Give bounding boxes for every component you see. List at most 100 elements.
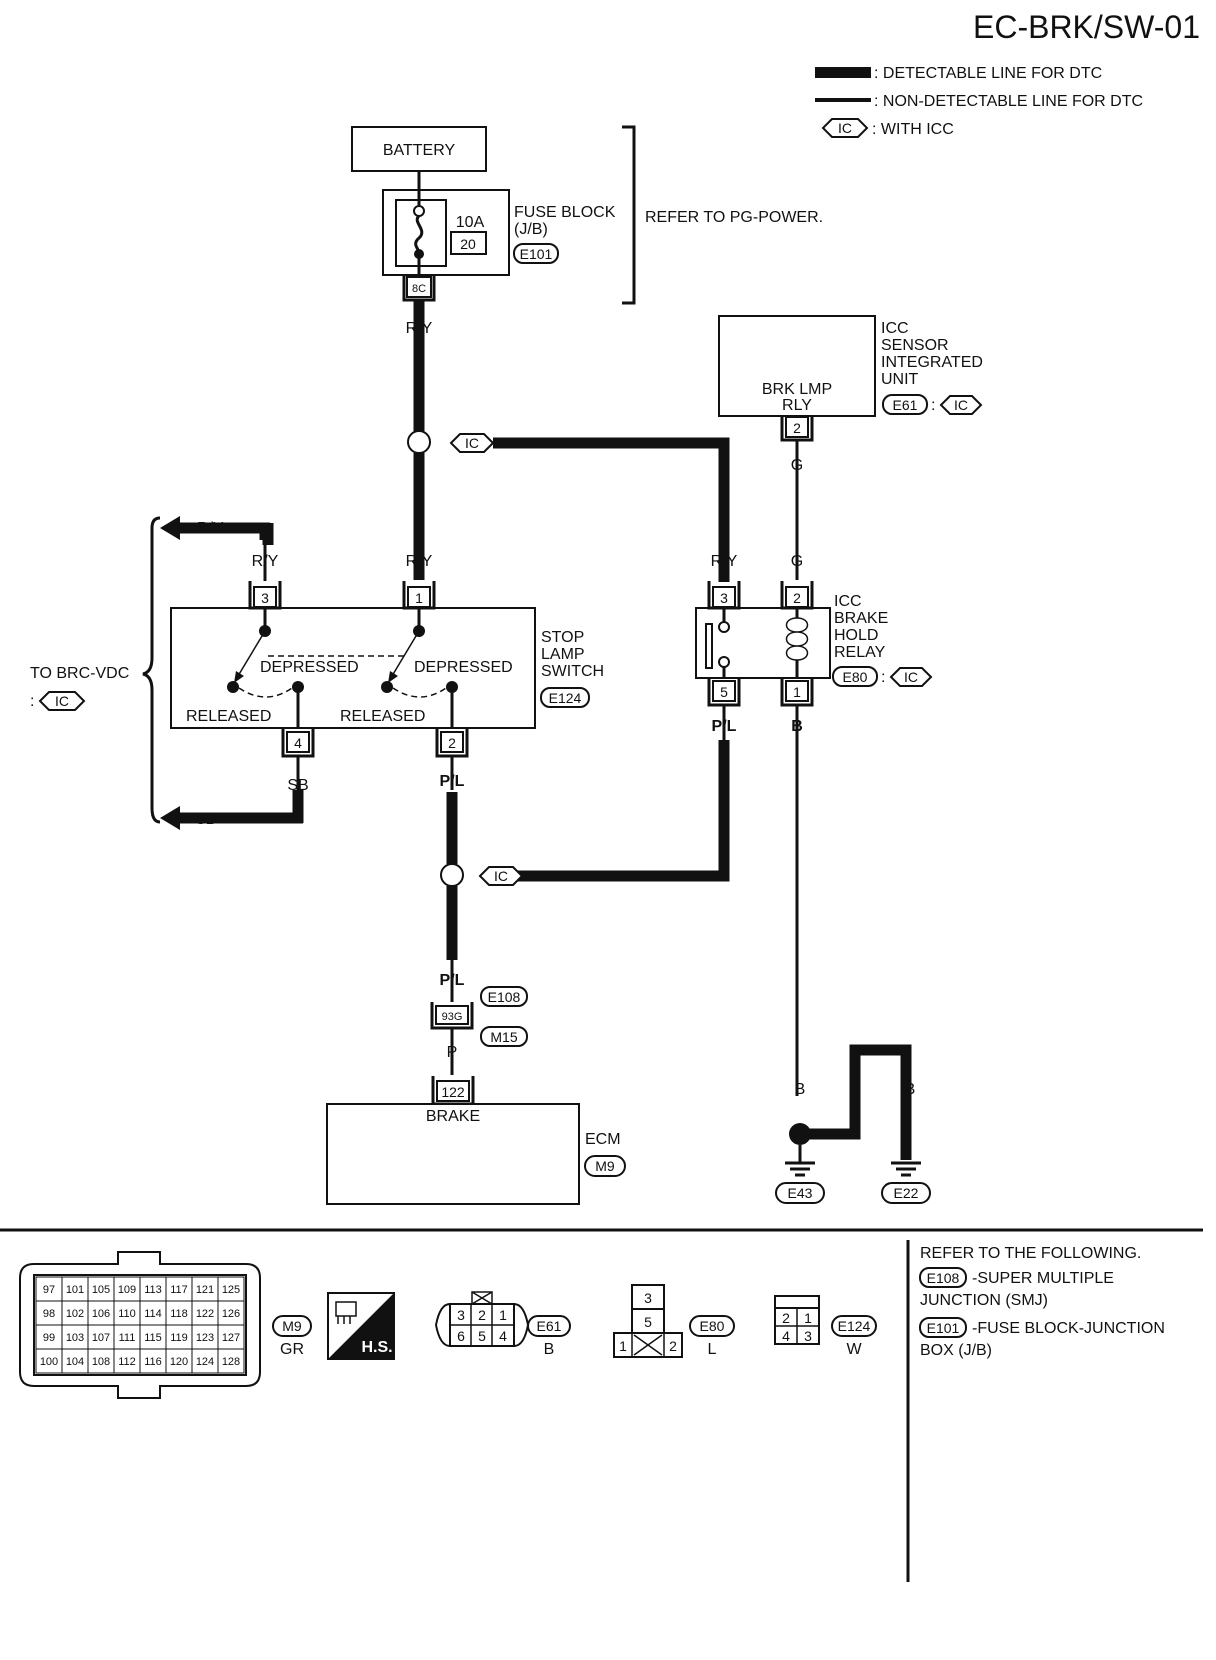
junction-93g: 93G xyxy=(430,1002,474,1030)
m9-pin-number: 114 xyxy=(144,1308,162,1320)
legend-thin-line xyxy=(815,98,871,102)
m9-pin-number: 121 xyxy=(196,1284,214,1296)
refer-item1-line2: JUNCTION (SMJ) xyxy=(920,1292,1048,1309)
icc-sensor-terminal-2: 2 xyxy=(780,416,814,442)
svg-text:1: 1 xyxy=(415,590,423,606)
fuse-block: 10A 20 xyxy=(382,189,510,282)
switch-terminal-3: 3 xyxy=(248,581,282,610)
wire-sb-label: SB xyxy=(287,777,308,794)
branch-ry-label: R/Y xyxy=(197,520,224,537)
svg-text:IC: IC xyxy=(838,120,852,136)
switch-title-3: SWITCH xyxy=(541,663,604,680)
m9-pin-cell xyxy=(217,1300,245,1326)
relay-title-4: RELAY xyxy=(834,644,886,661)
svg-text:E108: E108 xyxy=(488,989,521,1005)
m9-pin-number: 103 xyxy=(66,1332,84,1344)
m9-pin-cell xyxy=(35,1300,63,1326)
svg-text:BATTERY: BATTERY xyxy=(383,142,456,159)
m9-pin-cell xyxy=(61,1348,89,1374)
legend-with-icc-label: : WITH ICC xyxy=(872,121,954,138)
svg-text:E80: E80 xyxy=(700,1318,725,1334)
m9-pin-cell xyxy=(139,1300,167,1326)
relay-connector: E80 : IC xyxy=(832,666,933,687)
m9-pin-number: 124 xyxy=(196,1356,214,1368)
svg-text:4: 4 xyxy=(294,735,302,751)
relay-title-3: HOLD xyxy=(834,627,878,644)
fuse-number: 20 xyxy=(460,236,476,252)
wire-g-lower: G xyxy=(791,553,803,570)
connector-e80-label: E80 L xyxy=(689,1315,735,1358)
m9-pin-number: 110 xyxy=(118,1308,136,1320)
splice-top-icc-badge: IC xyxy=(449,433,495,453)
m9-pin-number: 116 xyxy=(144,1356,162,1368)
svg-text:E101: E101 xyxy=(520,246,553,262)
fuse-amperage: 10A xyxy=(456,214,485,231)
m9-pin-number: 98 xyxy=(43,1308,55,1320)
m9-pin-number: 104 xyxy=(66,1356,84,1368)
m9-pin-cell xyxy=(191,1324,219,1350)
m9-pin-cell xyxy=(165,1348,193,1374)
svg-text:2: 2 xyxy=(782,1310,790,1326)
svg-text:IC: IC xyxy=(55,693,69,709)
svg-text:M15: M15 xyxy=(490,1029,517,1045)
m9-pin-number: 112 xyxy=(118,1356,136,1368)
svg-text:3: 3 xyxy=(644,1290,652,1306)
svg-text:5: 5 xyxy=(478,1328,486,1344)
svg-text:B: B xyxy=(544,1341,555,1358)
m9-pin-cell xyxy=(113,1348,141,1374)
legend-non-detectable-label: : NON-DETECTABLE LINE FOR DTC xyxy=(874,93,1143,110)
wire-ry-top: R/Y xyxy=(406,320,433,337)
m9-pin-cell xyxy=(191,1300,219,1326)
m9-pin-number: 126 xyxy=(222,1308,240,1320)
switch-right-released: RELEASED xyxy=(340,708,425,725)
stop-lamp-switch: 3 1 DEPRESSED RELEASED DEPRESSED RELEASE… xyxy=(170,581,536,758)
relay-terminal-5: 5 xyxy=(707,678,741,707)
m9-pin-number: 100 xyxy=(40,1356,58,1368)
splice-bottom-icc-badge: IC xyxy=(478,866,524,886)
refer-item2-code: E101 xyxy=(927,1320,960,1336)
m9-pin-number: 109 xyxy=(118,1284,136,1296)
m9-pin-number: 102 xyxy=(66,1308,84,1320)
m9-pin-cell xyxy=(113,1276,141,1302)
ground-connector-e43: E43 xyxy=(775,1182,825,1204)
refer-item1-code: E108 xyxy=(927,1270,960,1286)
m9-pin-number: 107 xyxy=(92,1332,110,1344)
legend-detectable-label: : DETECTABLE LINE FOR DTC xyxy=(874,65,1102,82)
svg-text:IC: IC xyxy=(494,868,508,884)
svg-text::: : xyxy=(931,397,935,414)
fuse-block-connector: E101 xyxy=(513,243,559,264)
m9-pin-cell xyxy=(113,1324,141,1350)
svg-text:E80: E80 xyxy=(843,669,868,685)
m9-pin-cell xyxy=(165,1300,193,1326)
m9-pin-number: 99 xyxy=(43,1332,55,1344)
connector-e124-face: 2 1 4 3 xyxy=(774,1295,820,1345)
m9-pin-cell xyxy=(87,1300,115,1326)
svg-text:M9: M9 xyxy=(282,1318,302,1334)
connector-e80-face: 3 5 1 2 xyxy=(613,1284,683,1358)
svg-text:2: 2 xyxy=(448,735,456,751)
m9-pin-number: 101 xyxy=(66,1284,84,1296)
switch-title-1: STOP xyxy=(541,629,584,646)
m9-pin-number: 128 xyxy=(222,1356,240,1368)
ground-symbol-e43 xyxy=(785,1161,815,1177)
ground-symbol-e22 xyxy=(891,1161,921,1177)
svg-text:4: 4 xyxy=(782,1328,790,1344)
svg-text:1: 1 xyxy=(793,684,801,700)
ecm-connector: M9 xyxy=(584,1155,626,1177)
m9-pin-number: 123 xyxy=(196,1332,214,1344)
svg-text:E124: E124 xyxy=(549,690,582,706)
wire-pl-switch: P/L xyxy=(440,773,465,790)
m9-pin-cell xyxy=(139,1276,167,1302)
refer-following: REFER TO THE FOLLOWING. E108 -SUPER MULT… xyxy=(919,1245,1165,1359)
refer-item2-line2: BOX (J/B) xyxy=(920,1342,992,1359)
refer-heading: REFER TO THE FOLLOWING. xyxy=(920,1245,1141,1262)
ground-connector-e22: E22 xyxy=(881,1182,931,1204)
m9-pin-number: 127 xyxy=(222,1332,240,1344)
svg-text:5: 5 xyxy=(720,684,728,700)
svg-text:W: W xyxy=(846,1341,862,1358)
splice-top xyxy=(407,430,431,454)
svg-text:IC: IC xyxy=(954,397,968,413)
m9-pin-number: 125 xyxy=(222,1284,240,1296)
m9-pin-number: 117 xyxy=(170,1284,188,1296)
